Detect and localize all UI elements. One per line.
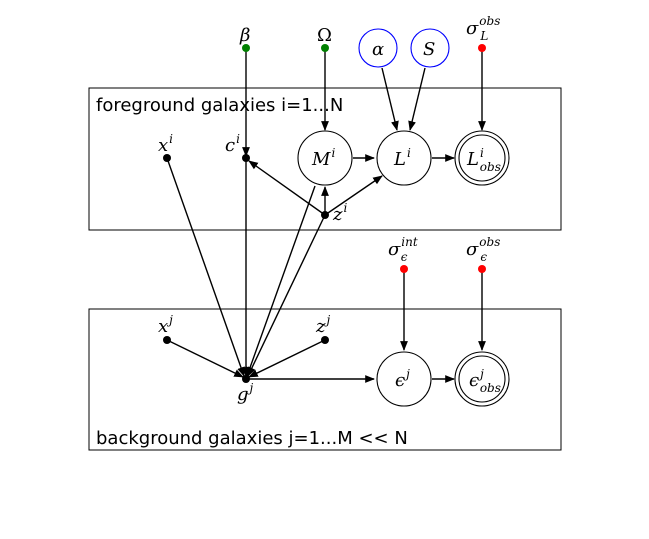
x-j-node — [163, 336, 171, 344]
omega-label: Ω — [317, 25, 332, 46]
g-j-label: gj — [237, 381, 254, 405]
sigma-eps-int-node — [400, 265, 408, 273]
L-i-label: Li — [393, 146, 411, 170]
c-i-node — [242, 154, 250, 162]
eps-obs-node — [454, 351, 510, 407]
edge-xj-g — [166, 339, 244, 378]
s-node — [410, 28, 450, 68]
background-plate-label: background galaxies j=1...M << N — [96, 428, 408, 449]
edge-zj-g — [248, 339, 326, 378]
edge-M-g — [246, 185, 316, 377]
edge-zi-g — [247, 214, 326, 377]
beta-label: β — [239, 25, 250, 46]
edge-xi-g — [166, 157, 245, 377]
eps-j-node — [376, 351, 432, 407]
z-i-label: zi — [332, 201, 347, 225]
s-label: S — [423, 39, 435, 60]
x-i-label: xi — [158, 132, 173, 156]
z-j-node — [321, 336, 329, 344]
edge-alpha-L — [381, 67, 399, 131]
foreground-plate-label: foreground galaxies i=1...N — [96, 95, 343, 116]
omega-node — [321, 44, 329, 52]
g-j-node — [242, 375, 250, 383]
edge-S-L — [408, 67, 426, 131]
x-i-node — [163, 154, 171, 162]
edges — [166, 48, 486, 383]
beta-node — [242, 44, 250, 52]
edge-z-c — [248, 160, 326, 216]
L-obs-node — [454, 130, 510, 186]
z-j-label: zj — [315, 313, 330, 337]
z-i-node — [321, 211, 329, 219]
L-obs-inner-ring — [458, 134, 506, 182]
M-i-node — [297, 130, 353, 186]
sigma-eps-obs-node — [478, 265, 486, 273]
M-i-label: Mi — [311, 146, 335, 170]
c-i-label: ci — [225, 132, 240, 156]
background-plate — [88, 308, 562, 451]
sigma-L-node — [478, 44, 486, 52]
edge-z-L — [324, 175, 383, 216]
x-j-label: xj — [158, 313, 173, 337]
L-i-node — [376, 130, 432, 186]
alpha-node — [358, 28, 398, 68]
eps-j-label: ϵj — [395, 367, 410, 391]
eps-obs-inner-ring — [458, 355, 506, 403]
alpha-label: α — [372, 39, 384, 60]
